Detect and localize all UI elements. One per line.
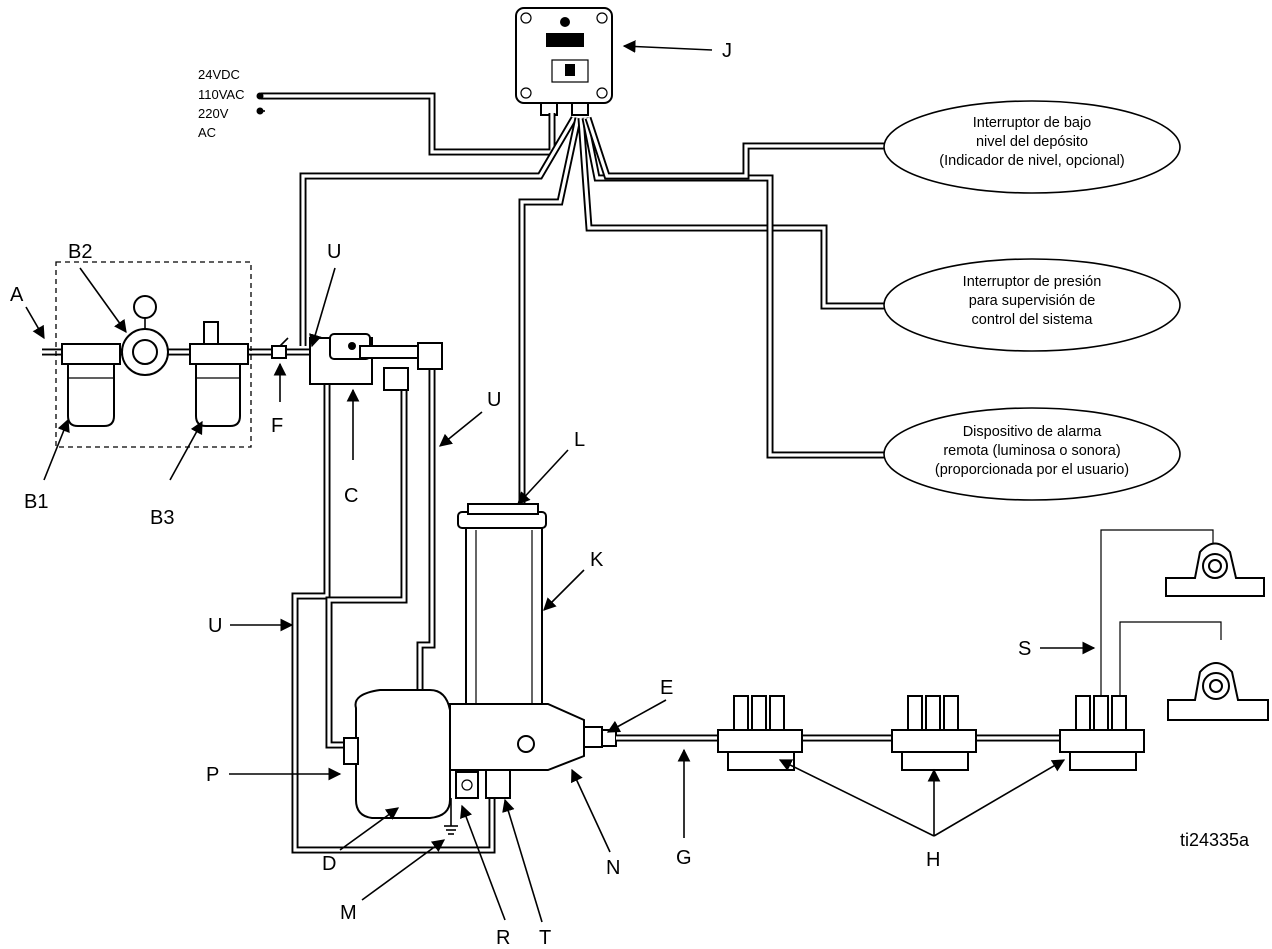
callout-p: P <box>206 764 219 786</box>
callout-e: E <box>660 677 673 699</box>
callout-l: L <box>574 429 585 451</box>
callout-j: J <box>722 40 732 62</box>
callout-g: G <box>676 847 692 869</box>
callout-labels: J A B2 B1 B3 F U C U L K U P D M R T N E… <box>10 40 1031 949</box>
power-labels: 24VDC 110VAC 220V AC <box>198 67 245 140</box>
reservoir <box>457 503 547 719</box>
callout-s: S <box>1018 638 1031 660</box>
oval-text: remota (luminosa o sonora) <box>943 443 1120 459</box>
oval-text: (proporcionada por el usuario) <box>935 462 1129 478</box>
air-tubes <box>291 370 496 854</box>
pump-body <box>343 689 585 835</box>
oval-pressure-switch: Interruptor de presión para supervisión … <box>883 258 1181 352</box>
solenoid-valve <box>309 333 443 391</box>
figure-id: ti24335a <box>1180 830 1250 850</box>
callout-r: R <box>496 927 510 949</box>
bearings <box>1100 529 1269 721</box>
callout-b3: B3 <box>150 507 174 529</box>
callout-h: H <box>926 849 940 871</box>
callout-f: F <box>271 415 283 437</box>
oval-remote-alarm: Dispositivo de alarma remota (luminosa o… <box>883 407 1181 501</box>
callout-m: M <box>340 902 357 924</box>
power-wires <box>256 92 556 156</box>
callout-t: T <box>539 927 551 949</box>
callout-k: K <box>590 549 604 571</box>
injector-manifold-3 <box>1059 695 1145 771</box>
power-label: 220V <box>198 106 229 121</box>
callout-a: A <box>10 284 24 306</box>
callout-b2: B2 <box>68 241 92 263</box>
controller-cables <box>299 116 884 710</box>
supply-line-injectors <box>583 695 1145 771</box>
power-label: AC <box>198 125 216 140</box>
oval-text: Interruptor de presión <box>963 274 1102 290</box>
callout-n: N <box>606 857 620 879</box>
oval-text: Dispositivo de alarma <box>963 424 1103 440</box>
injector-manifold-1 <box>717 695 803 771</box>
air-supply-frl <box>42 261 345 448</box>
controller-box <box>515 7 613 116</box>
oval-text: (Indicador de nivel, opcional) <box>939 153 1124 169</box>
injector-manifold-2 <box>891 695 977 771</box>
callout-c: C <box>344 485 358 507</box>
oval-text: nivel del depósito <box>976 134 1088 150</box>
oval-low-level-switch: Interruptor de bajo nivel del depósito (… <box>883 100 1181 194</box>
oval-text: control del sistema <box>972 312 1094 328</box>
power-label: 24VDC <box>198 67 240 82</box>
callout-u-left: U <box>208 615 222 637</box>
oval-text: Interruptor de bajo <box>973 115 1092 131</box>
callout-u-top: U <box>327 241 341 263</box>
callout-b1: B1 <box>24 491 48 513</box>
power-label: 110VAC <box>198 87 245 102</box>
oval-text: para supervisión de <box>969 293 1096 309</box>
callout-leaders <box>25 40 1096 923</box>
callout-d: D <box>322 853 336 875</box>
callout-u-mid: U <box>487 389 501 411</box>
